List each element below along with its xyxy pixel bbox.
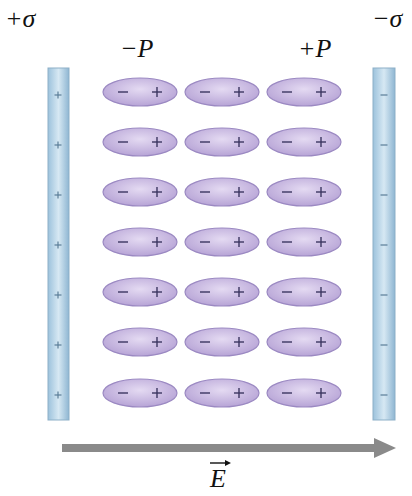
dipole — [267, 128, 341, 156]
dipole — [185, 178, 259, 206]
dipole-array — [103, 78, 341, 407]
dipole — [185, 128, 259, 156]
plate-charge-signs — [55, 92, 388, 399]
plus-sign — [55, 342, 62, 349]
plus-sign — [55, 142, 62, 149]
plus-sign — [55, 392, 62, 399]
dipole — [103, 328, 177, 356]
dipole — [185, 278, 259, 306]
dipole — [103, 379, 177, 407]
dipole — [185, 379, 259, 407]
negative-plate — [373, 68, 395, 420]
dipole — [185, 228, 259, 256]
dipole — [267, 328, 341, 356]
minus-sign — [381, 245, 388, 246]
dipole — [185, 78, 259, 106]
minus-sign — [381, 295, 388, 296]
minus-sign — [381, 145, 388, 146]
polarization-charge-label: −P — [120, 34, 153, 64]
plate-charge-label: +σ — [5, 4, 35, 34]
field-arrow — [62, 438, 396, 458]
dipole — [103, 128, 177, 156]
minus-sign — [381, 345, 388, 346]
plus-sign — [55, 192, 62, 199]
plate-charge-label: −σ — [372, 4, 402, 34]
dipole — [267, 178, 341, 206]
polarization-charge-label: +P — [298, 34, 331, 64]
dipole — [267, 228, 341, 256]
dipole — [103, 78, 177, 106]
plus-sign — [55, 292, 62, 299]
dipole — [103, 178, 177, 206]
plus-sign — [55, 242, 62, 249]
dipole — [267, 278, 341, 306]
dipole — [267, 78, 341, 106]
dipole — [267, 379, 341, 407]
dipole — [103, 278, 177, 306]
minus-sign — [381, 395, 388, 396]
minus-sign — [381, 195, 388, 196]
dipole — [185, 328, 259, 356]
dipole — [103, 228, 177, 256]
plus-sign — [55, 92, 62, 99]
field-label: E — [210, 464, 226, 494]
positive-plate — [48, 68, 69, 420]
minus-sign — [381, 95, 388, 96]
